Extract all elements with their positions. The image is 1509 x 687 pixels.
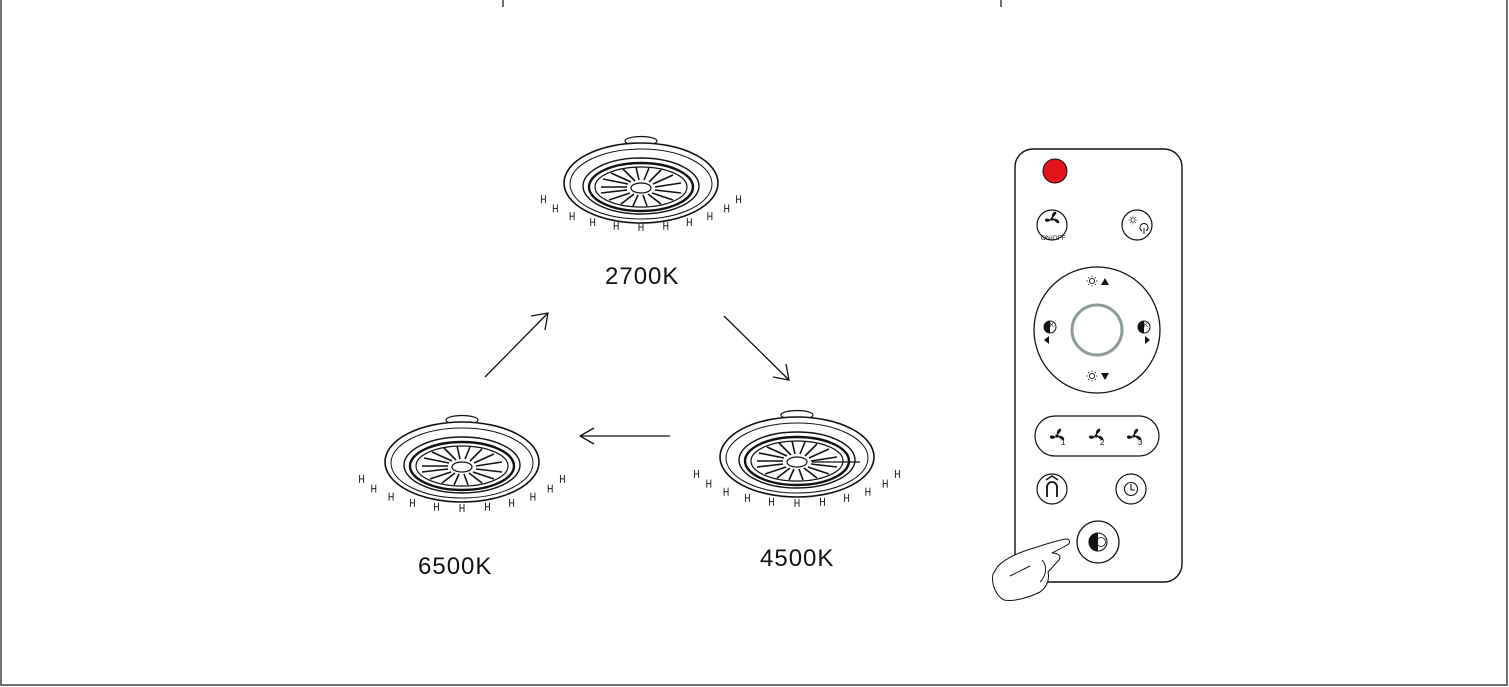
color-temp-button[interactable]	[1076, 520, 1120, 564]
light-ray-tick	[559, 474, 565, 484]
light-ray-tick	[552, 203, 558, 213]
light-ray-tick	[409, 498, 415, 508]
light-ray-tick	[844, 493, 850, 503]
onoff-label: ON/OFF	[1041, 235, 1066, 242]
light-ray-tick	[530, 492, 536, 502]
brightness-up[interactable]	[1086, 275, 1110, 287]
light-ray-tick	[686, 217, 692, 227]
arrow-right-to-left	[578, 427, 670, 445]
fan-light-top	[540, 135, 742, 232]
fan-speed-1-label: 1	[1061, 438, 1066, 447]
light-ray-tick	[359, 474, 365, 484]
label-6500k: 6500K	[418, 553, 493, 580]
remote-control	[992, 148, 1183, 601]
light-ray-tick	[769, 497, 774, 507]
reverse-button[interactable]	[1036, 473, 1068, 505]
label-2700k: 2700K	[605, 263, 680, 290]
direction-pad[interactable]	[1033, 266, 1161, 394]
pointing-hand	[992, 538, 1070, 601]
light-ray-tick	[663, 221, 669, 231]
light-ray-tick	[569, 211, 575, 221]
color-temp-right[interactable]	[1137, 320, 1151, 344]
light-ray-tick	[794, 498, 800, 508]
arrow-left-to-top	[484, 312, 549, 378]
light-ray-tick	[590, 217, 596, 227]
fan-light-left	[359, 414, 565, 513]
light-ray-tick	[882, 479, 888, 489]
light-power-button[interactable]	[1121, 209, 1153, 241]
clock-icon	[1123, 481, 1139, 497]
light-ray-tick	[736, 194, 742, 204]
light-ray-tick	[820, 497, 825, 507]
light-ray-tick	[894, 469, 900, 479]
light-ray-tick	[509, 498, 515, 508]
fan-speed-2-label: 2	[1100, 438, 1105, 447]
fan-power-button[interactable]	[1036, 209, 1068, 241]
light-ray-tick	[707, 211, 713, 221]
k-label-left: K	[1050, 323, 1055, 329]
light-ray-tick	[723, 487, 729, 497]
fan-speed-3-label: 3	[1138, 438, 1143, 447]
power-icon	[1139, 223, 1149, 234]
light-ray-tick	[540, 194, 546, 204]
light-ray-tick	[744, 493, 750, 503]
arrow-top-to-right	[723, 315, 790, 381]
light-ray-tick	[865, 487, 871, 497]
light-ray-tick	[434, 502, 439, 512]
timer-button[interactable]	[1115, 473, 1147, 505]
brightness-down[interactable]	[1086, 370, 1110, 382]
light-ray-tick	[638, 222, 644, 232]
light-ray-tick	[371, 484, 377, 494]
label-4500k: 4500K	[760, 545, 835, 572]
light-ray-tick	[724, 203, 730, 213]
fan-speed-bar	[1034, 415, 1160, 457]
light-ray-tick	[459, 503, 465, 513]
light-ray-tick	[706, 479, 712, 489]
light-ray-tick	[613, 221, 619, 231]
k-label-right: K	[1144, 323, 1149, 329]
light-ray-tick	[694, 469, 700, 479]
light-ray-tick	[547, 484, 553, 494]
center-ring	[1070, 303, 1124, 357]
light-ray-tick	[485, 502, 490, 512]
fan-light-right	[694, 409, 900, 508]
color-temp-left[interactable]	[1043, 320, 1057, 344]
night-light-button[interactable]	[1042, 158, 1068, 184]
light-ray-tick	[388, 492, 394, 502]
